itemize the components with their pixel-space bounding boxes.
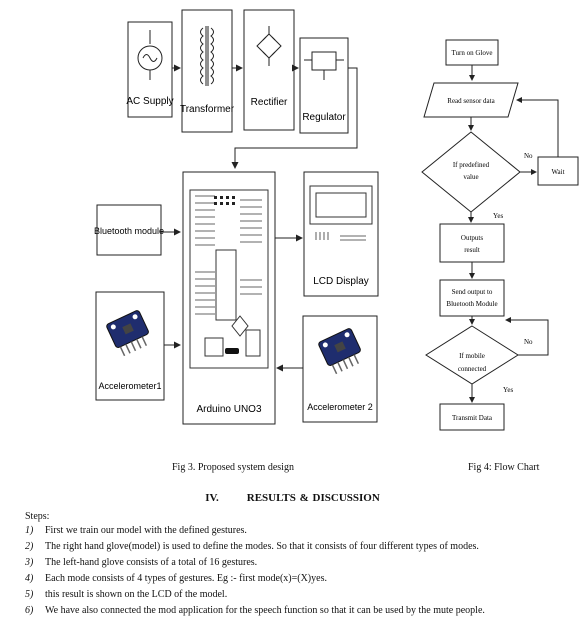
- rectifier-block: Rectifier: [243, 9, 295, 131]
- section-number: IV.: [205, 492, 219, 504]
- section-heading: IV. RESULTS & DISCUSSION: [0, 492, 585, 504]
- flow-wait-box: [537, 156, 579, 186]
- list-item: 5)this result is shown on the LCD of the…: [25, 589, 228, 600]
- steps-list: 1)First we train our model with the defi…: [25, 523, 580, 619]
- fig4-caption: Fig 4: Flow Chart: [468, 462, 540, 473]
- list-item: 2)The right hand glove(model) is used to…: [25, 541, 479, 552]
- flow-read-sensor-box: [423, 82, 519, 118]
- accelerometer-board-icon: [318, 328, 361, 375]
- flow-predefined-label-1: If predefined: [453, 161, 490, 169]
- flow-start-label: Turn on Glove: [452, 49, 493, 57]
- flow-yes-label-2: Yes: [503, 386, 513, 394]
- section-title: RESULTS & DISCUSSION: [246, 492, 380, 504]
- arduino-label: Arduino UNO3: [196, 404, 261, 415]
- list-item: 4)Each mode consists of 4 types of gestu…: [25, 573, 327, 584]
- accelerometer1-block: Accelerometer1: [95, 291, 165, 401]
- flow-no-label-2: No: [524, 338, 533, 346]
- system-design-diagram: AC Supply Transformer Rectifier Regulato…: [94, 9, 379, 425]
- flow-send-output-label-2: Bluetooth Module: [446, 300, 497, 308]
- flow-yes-label-1: Yes: [493, 212, 503, 220]
- flow-mobile-label-1: If mobile: [459, 352, 485, 360]
- transformer-label: Transformer: [180, 104, 235, 115]
- list-item: 1)First we train our model with the defi…: [25, 525, 247, 536]
- steps-label: Steps:: [25, 511, 50, 522]
- flow-predefined-decision: [421, 131, 521, 213]
- regulator-label: Regulator: [302, 112, 346, 123]
- list-item: 3)The left-hand glove consists of a tota…: [25, 557, 258, 568]
- flow-wait-label: Wait: [551, 168, 564, 176]
- flow-no-label-1: No: [524, 152, 533, 160]
- accelerometer-board-icon: [106, 310, 149, 357]
- lcd-display-label: LCD Display: [313, 276, 369, 287]
- accelerometer2-block: Accelerometer 2: [302, 315, 378, 423]
- list-item: 6)We have also connected the mod applica…: [25, 605, 485, 616]
- accelerometer2-label: Accelerometer 2: [307, 402, 373, 412]
- flow-start-box: [445, 39, 499, 66]
- flow-read-sensor-label: Read sensor data: [447, 97, 495, 105]
- flow-transmit-box: [439, 403, 505, 431]
- bluetooth-module-label: Bluetooth module: [94, 226, 164, 236]
- regulator-block: Regulator: [299, 37, 349, 134]
- flow-transmit-label: Transmit Data: [452, 414, 493, 422]
- fig3-caption: Fig 3. Proposed system design: [172, 462, 294, 473]
- rectifier-label: Rectifier: [251, 97, 288, 108]
- flow-send-output-box: [439, 279, 505, 317]
- flow-outputs-label-2: result: [464, 246, 480, 254]
- flow-send-output-label-1: Send output to: [452, 288, 493, 296]
- flow-outputs-box: [439, 223, 505, 263]
- accelerometer1-label: Accelerometer1: [98, 381, 161, 391]
- transformer-block: Transformer: [180, 9, 235, 133]
- bluetooth-module-block: Bluetooth module: [94, 204, 164, 256]
- ac-supply-block: AC Supply: [126, 21, 174, 118]
- flow-predefined-label-2: value: [463, 173, 478, 181]
- flow-chart: Turn on Glove Read sensor data If predef…: [421, 39, 579, 431]
- arduino-uno-block: Arduino UNO3: [182, 171, 276, 425]
- flow-mobile-label-2: connected: [458, 365, 487, 373]
- lcd-display-block: LCD Display: [303, 171, 379, 297]
- transformer-coil-icon: [200, 27, 204, 85]
- ac-supply-label: AC Supply: [126, 96, 173, 107]
- arduino-board-icon: [189, 189, 269, 369]
- flow-outputs-label-1: Outputs: [461, 234, 483, 242]
- lcd-screen-icon: [309, 185, 373, 225]
